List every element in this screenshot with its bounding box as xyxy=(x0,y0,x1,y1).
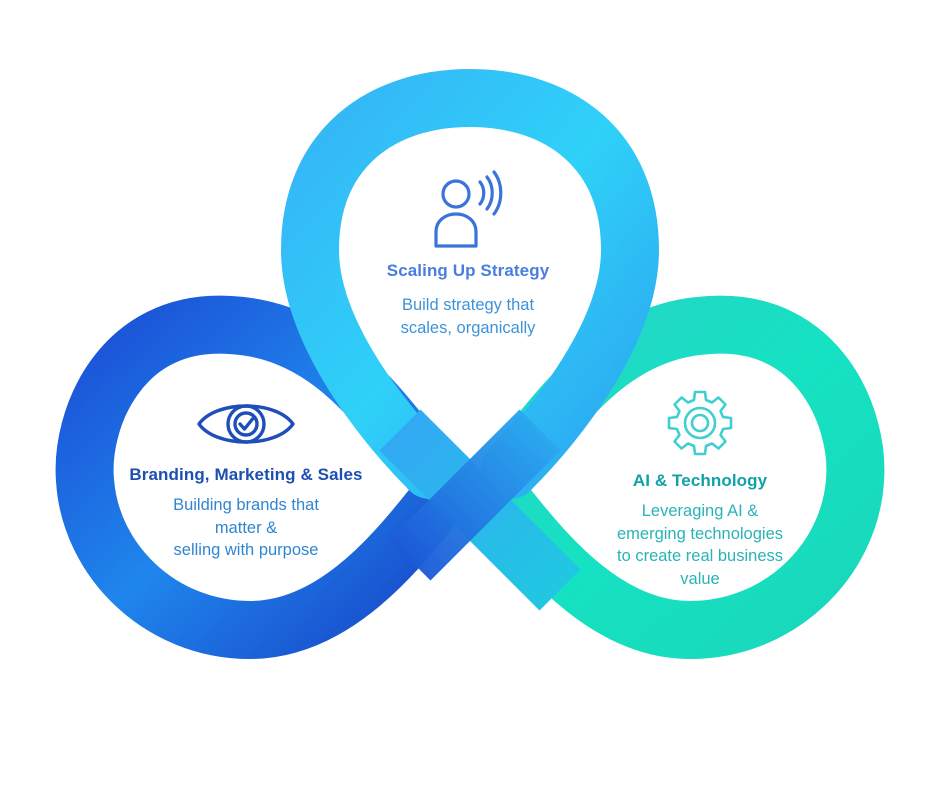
branding-marketing-sales-title: Branding, Marketing & Sales xyxy=(129,465,363,484)
branding-marketing-sales-block: Branding, Marketing & Sales Building bra… xyxy=(120,394,372,562)
description-line: value xyxy=(680,569,720,588)
ai-technology-description: Leveraging AI & emerging technologies to… xyxy=(596,500,804,590)
branding-marketing-sales-description: Building brands that matter & selling wi… xyxy=(120,494,372,562)
top-loop xyxy=(280,68,660,499)
description-line: scales, organically xyxy=(400,318,536,337)
ai-technology-title: AI & Technology xyxy=(632,471,768,490)
scaling-up-strategy-title: Scaling Up Strategy xyxy=(386,261,550,280)
scaling-up-strategy-description: Build strategy that scales, organically xyxy=(368,294,568,339)
description-line: Leveraging AI & xyxy=(641,502,759,520)
description-line: emerging technologies xyxy=(616,524,784,543)
scaling-up-strategy-block: Scaling Up Strategy Build strategy that … xyxy=(368,170,568,339)
description-line: matter & xyxy=(214,518,278,537)
description-line: Build strategy that xyxy=(401,296,535,314)
ai-technology-block: AI & Technology Leveraging AI & emerging… xyxy=(596,386,804,590)
description-line: selling with purpose xyxy=(173,541,319,559)
description-line: to create real business xyxy=(616,547,783,565)
person-speaking-icon xyxy=(434,170,503,248)
cross-ribbon-b xyxy=(389,409,561,581)
gear-icon xyxy=(667,390,733,456)
description-line: Building brands that xyxy=(173,496,319,514)
eye-check-icon xyxy=(197,404,295,444)
